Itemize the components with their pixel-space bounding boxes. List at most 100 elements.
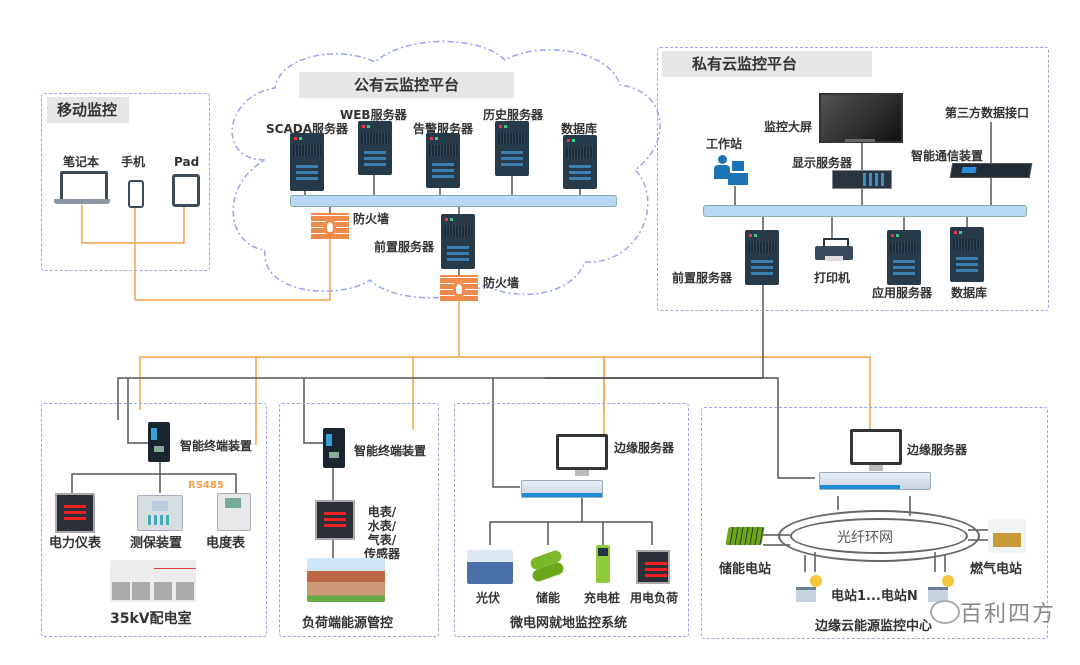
phone-icon — [128, 180, 144, 208]
charging-pile-icon — [596, 545, 610, 583]
private-database-icon — [950, 227, 984, 282]
private-cloud-title: 私有云监控平台 — [662, 51, 872, 77]
utility-meter-icon — [315, 500, 355, 540]
workstation-icon — [714, 155, 748, 187]
power-meter-label: 电力仪表 — [49, 536, 102, 551]
web-server-label: WEB服务器 — [340, 108, 407, 122]
substation-terminal-label: 智能终端装置 — [180, 439, 253, 453]
pv-image — [467, 550, 513, 584]
smart-terminal-icon — [148, 422, 170, 462]
printer-label: 打印机 — [814, 271, 851, 285]
battery-icon — [528, 548, 566, 584]
storage-label: 储能 — [536, 591, 561, 605]
front-server-icon — [441, 214, 475, 269]
charging-pile-label: 充电桩 — [584, 591, 621, 605]
microgrid-edge-server-icon — [521, 480, 603, 498]
firewall-label-1: 防火墙 — [353, 212, 390, 226]
protection-device-icon — [137, 495, 183, 531]
big-screen-icon — [819, 93, 903, 143]
workstation-label: 工作站 — [706, 137, 743, 151]
history-server-icon — [495, 121, 529, 176]
utility-meters-label: 电表/水表/气表/传感器 — [363, 505, 400, 561]
edge-monitor-icon — [556, 434, 608, 476]
load-side-panel — [279, 403, 439, 637]
firewall-label-2: 防火墙 — [483, 276, 520, 290]
laptop-label: 笔记本 — [63, 155, 100, 169]
edge-cloud-title: 边缘云能源监控中心 — [815, 619, 933, 634]
load-meter-icon — [636, 550, 670, 584]
house-solar-image — [307, 558, 385, 602]
edge-cloud-monitor-icon — [850, 429, 902, 471]
public-cloud-outline — [231, 40, 661, 299]
mobile-monitoring-panel — [41, 93, 210, 271]
rs485-label: RS485 — [188, 480, 224, 491]
alarm-server-label: 告警服务器 — [413, 122, 474, 136]
app-server-label: 应用服务器 — [872, 286, 933, 300]
history-server-label: 历史服务器 — [483, 108, 544, 122]
private-database-label: 数据库 — [951, 286, 988, 300]
fiber-ring-label: 光纤环网 — [837, 530, 893, 546]
microgrid-title: 微电网就地监控系统 — [510, 616, 628, 631]
substation-panel — [41, 403, 267, 637]
big-screen-label: 监控大屏 — [764, 120, 813, 134]
private-front-server-icon — [745, 230, 779, 285]
energy-meter-label: 电度表 — [206, 536, 246, 551]
comm-device-icon — [949, 163, 1033, 178]
firewall-icon — [440, 275, 478, 301]
energy-meter-icon — [217, 493, 251, 531]
load-label: 用电负荷 — [630, 591, 679, 605]
web-server-icon — [358, 121, 392, 175]
microgrid-edge-server-label: 边缘服务器 — [614, 441, 675, 455]
power-meter-icon — [55, 493, 95, 533]
public-cloud-bus — [290, 195, 617, 207]
big-screen-stand — [845, 139, 875, 142]
phone-label: 手机 — [121, 155, 146, 169]
display-server-icon — [832, 170, 892, 189]
mobile-to-firewall — [135, 232, 331, 301]
app-server-icon — [887, 230, 921, 285]
private-cloud-panel — [657, 47, 1049, 311]
database-server-icon — [563, 135, 597, 189]
scada-server-icon — [290, 133, 324, 191]
tablet-icon — [172, 174, 200, 207]
storage-station-label: 储能电站 — [719, 562, 772, 577]
fiber-ring-outer — [778, 510, 980, 562]
switchgear-icon — [110, 560, 196, 602]
solar-house-icon-1 — [796, 575, 822, 602]
solar-house-icon-2 — [928, 575, 954, 602]
tablet-label: Pad — [174, 155, 200, 169]
gas-station-label: 燃气电站 — [970, 562, 1023, 577]
comm-device-label: 智能通信装置 — [911, 149, 984, 163]
printer-icon — [815, 238, 853, 261]
scada-server-label: SCADA服务器 — [266, 122, 348, 136]
storage-station-icon — [725, 527, 765, 545]
edge-cloud-server-icon — [819, 472, 931, 490]
private-front-server-label: 前置服务器 — [672, 271, 733, 285]
firewall-icon — [311, 213, 349, 239]
microgrid-panel — [454, 403, 689, 637]
private-cloud-bus — [703, 205, 1027, 217]
stations-label: 电站1...电站N — [831, 589, 918, 604]
display-server-label: 显示服务器 — [792, 156, 853, 170]
public-cloud-title: 公有云监控平台 — [299, 72, 514, 98]
laptop-base — [54, 199, 110, 204]
watermark-text: 百利四方 — [960, 602, 1057, 627]
fiber-ring-inner — [790, 518, 968, 554]
database-label: 数据库 — [561, 122, 598, 136]
substation-title: 35kV配电室 — [110, 611, 192, 627]
pv-label: 光伏 — [476, 591, 501, 605]
front-server-label: 前置服务器 — [374, 240, 435, 254]
wechat-watermark-icon — [930, 600, 960, 624]
edge-cloud-server-label: 边缘服务器 — [907, 443, 968, 457]
protection-device-label: 测保装置 — [130, 536, 183, 551]
dark-field-bus — [117, 377, 545, 420]
alarm-server-icon — [426, 133, 460, 188]
mobile-link — [81, 205, 185, 244]
mobile-monitoring-title: 移动监控 — [47, 97, 129, 123]
gas-station-icon — [988, 519, 1026, 553]
load-terminal-label: 智能终端装置 — [354, 444, 427, 458]
edge-cloud-panel — [701, 407, 1048, 639]
load-terminal-icon — [323, 428, 345, 468]
third-party-label: 第三方数据接口 — [945, 106, 1030, 120]
